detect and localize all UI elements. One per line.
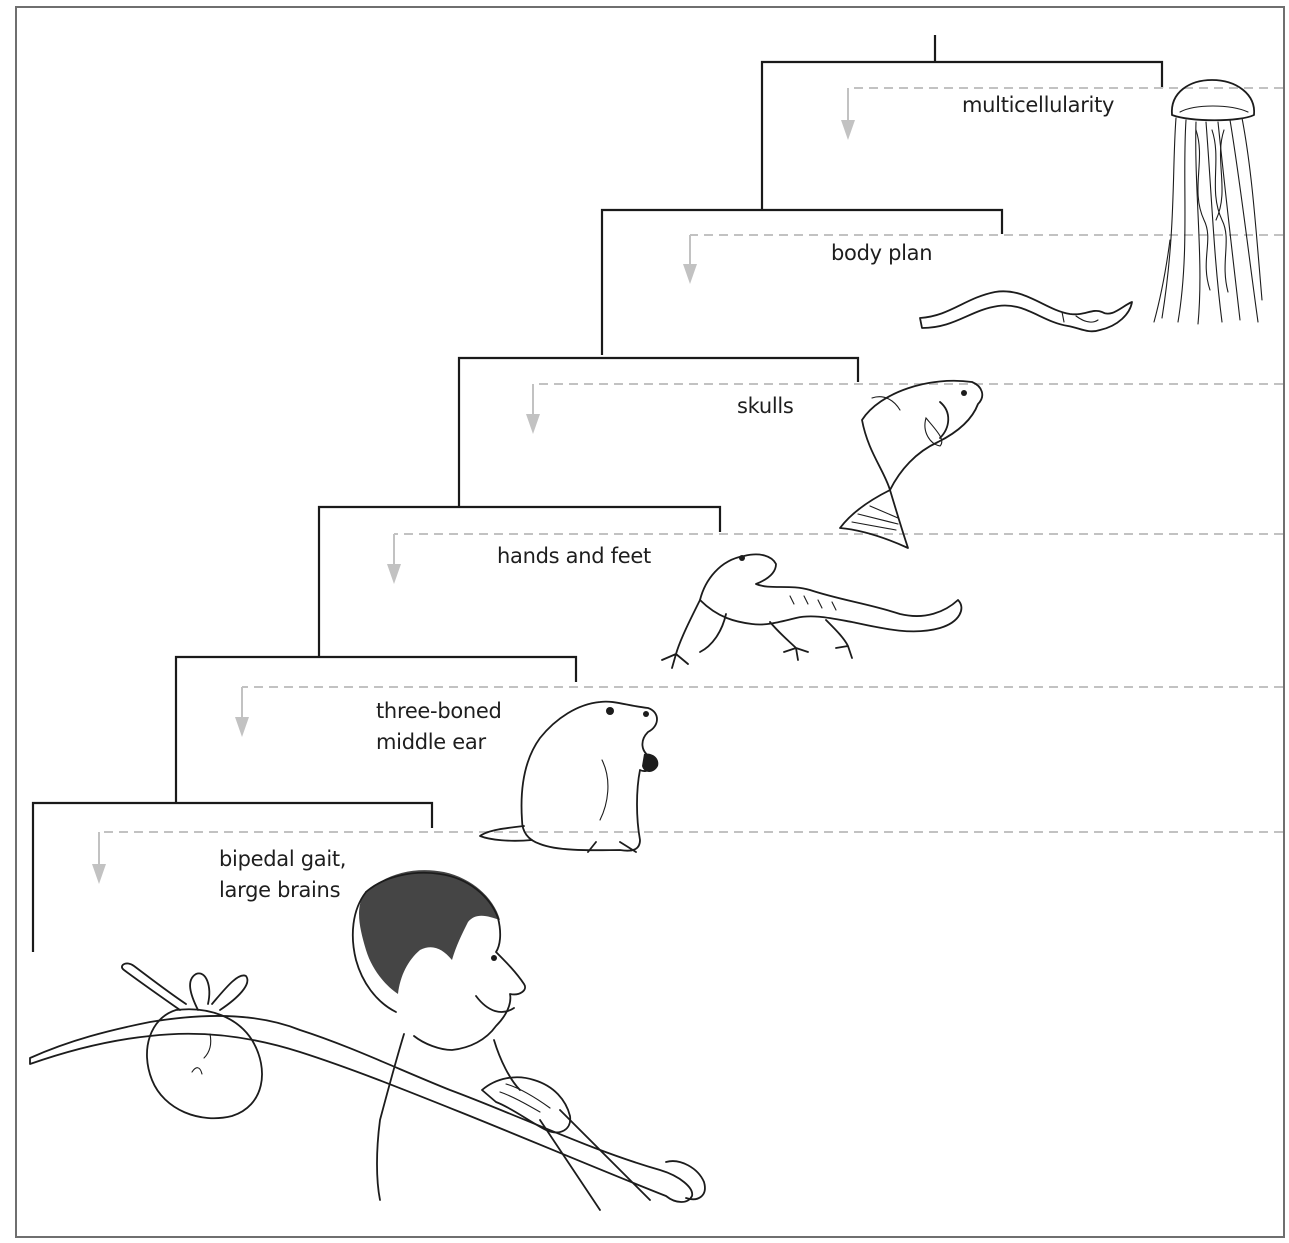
tree-branch-3 [459,358,858,507]
dashed-arrow-2 [683,235,1283,284]
rodent-drawing [480,702,658,852]
jellyfish-drawing [1154,80,1262,324]
trait-labels: multicellularity body plan skulls hands … [219,93,1114,902]
tree-branch-2 [602,210,1002,355]
label-multicellularity: multicellularity [962,93,1114,117]
label-body-plan: body plan [831,241,932,265]
label-bipedal-line1: bipedal gait, [219,847,346,871]
label-three-boned-line1: three-boned [376,699,502,723]
tree-branch-1 [762,62,1162,210]
label-bipedal-line2: large brains [219,878,340,902]
label-three-boned-line2: middle ear [376,730,486,754]
trait-arrows [92,88,1283,884]
salamander-drawing [662,554,961,668]
label-skulls: skulls [737,394,794,418]
fish-drawing [840,381,982,548]
worm-drawing [920,291,1132,331]
label-hands-and-feet: hands and feet [497,544,651,568]
dashed-arrow-3 [526,384,1283,434]
tree-branch-4 [319,507,720,657]
human-drawing [30,870,705,1210]
cladogram-tree [33,35,1162,952]
